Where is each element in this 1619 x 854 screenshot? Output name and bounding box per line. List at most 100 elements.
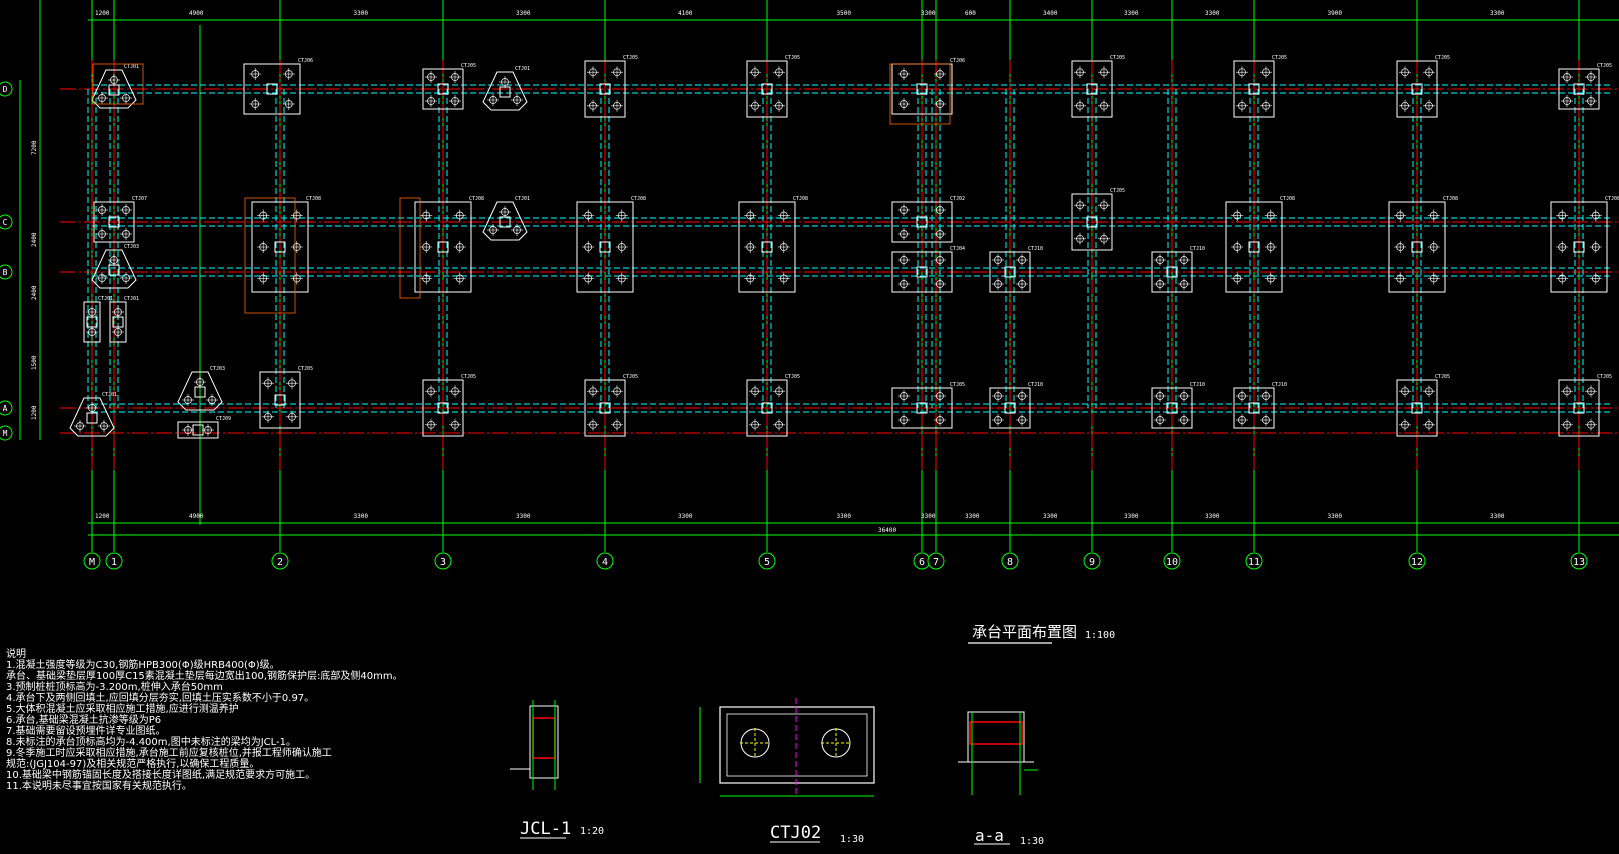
pile-cap [1558, 379, 1600, 437]
pile-cap-label: CTJ10 [1028, 246, 1043, 252]
triangular-pile-cap [482, 201, 528, 241]
axis-bubble [0, 400, 13, 416]
dimension-label-top: 3300 [1205, 10, 1220, 17]
column-square [194, 386, 206, 398]
dimension-label-left: 2400 [31, 232, 38, 247]
design-notes: 说明 1.混凝土强度等级为C30,钢筋HPB300(Φ)级HRB400(Φ)级。… [6, 649, 476, 792]
grid-layer [19, 0, 1619, 545]
column-square [1411, 83, 1423, 95]
pile-cap-label: CTJ08 [469, 196, 484, 202]
pile-cap [259, 371, 301, 429]
pile-cap-label: CTJ02 [950, 196, 965, 202]
detail-a-a: a-a 1:30 [958, 711, 1044, 847]
detail-a-a-scale: 1:30 [1020, 836, 1044, 847]
note-item: 1.混凝土强度等级为C30,钢筋HPB300(Φ)级HRB400(Φ)级。 [6, 660, 280, 671]
axis-bubble [1083, 552, 1101, 570]
highlight-mark [889, 63, 951, 125]
column-square [437, 402, 449, 414]
dimension-label-bottom: 3300 [1205, 513, 1220, 520]
dimension-label-left: 1200 [31, 405, 38, 420]
dimension-label-top: 4100 [678, 10, 693, 17]
axis-bubble [434, 552, 452, 570]
pile-cap [1151, 387, 1193, 429]
pile-cap [1071, 60, 1113, 118]
note-item: 11.本说明未尽事宜按国家有关规范执行。 [6, 781, 192, 792]
dimension-label-top: 3300 [921, 10, 936, 17]
column-square [761, 241, 773, 253]
pile-cap [109, 301, 127, 343]
axis-bubble [0, 214, 13, 230]
dimension-label-bottom: 3300 [921, 513, 936, 520]
pile-cap-label: CTJ01 [515, 66, 530, 72]
axis-label: M [3, 429, 8, 438]
pile-cap [576, 201, 634, 293]
detail-a-a-title: a-a [975, 826, 1004, 845]
axis-label: B [3, 268, 8, 277]
pile-cap-label: CTJ05 [1435, 374, 1450, 380]
axis-bubble [1570, 552, 1588, 570]
beam-layer [87, 84, 1610, 413]
dimension-label-top: 3300 [516, 10, 531, 17]
triangular-pile-cap [69, 397, 115, 437]
pile-cap-label: CTJ08 [1605, 196, 1619, 202]
pile-cap-label: CTJ05 [298, 366, 313, 372]
pile-cap [422, 379, 464, 437]
dimension-label-top: 3900 [1328, 10, 1343, 17]
pile-cap [891, 387, 953, 429]
drawing-title: 承台平面布置图 [972, 623, 1077, 641]
column-square [1411, 241, 1423, 253]
pile-cap-label: CTJ01 [515, 196, 530, 202]
column-square [916, 83, 928, 95]
note-item: 承台、基础梁垫层厚100厚C15素混凝土垫层每边宽出100,钢筋保护层:底部及侧… [6, 671, 403, 682]
pile-cap-label: CTJ08 [306, 196, 321, 202]
triangular-pile-cap [482, 71, 528, 111]
axis-label: M [89, 557, 95, 568]
column-square [916, 402, 928, 414]
pile-cap-label: CTJ08 [631, 196, 646, 202]
note-item: 10.基础梁中钢筋锚固长度及搭接长度详图纸,满足规范要求方可施工。 [6, 770, 316, 781]
pile-cap-label: CTJ01 [102, 392, 117, 398]
note-item: 规范:(JGJ104-97)及相关规范严格执行,以确保工程质量。 [6, 759, 260, 770]
dimension-label-top: 3400 [1043, 10, 1058, 17]
detail-jcl-1-scale: 1:20 [580, 826, 604, 837]
axis-bubble [105, 552, 123, 570]
detail-ctj02: CTJ02 1:30 [699, 698, 875, 845]
dimension-label-bottom: 3300 [354, 513, 369, 520]
column-square [599, 241, 611, 253]
pile-cap-label: CTJ05 [461, 63, 476, 69]
axis-label: 3 [440, 557, 446, 568]
detail-ctj02-title: CTJ02 [770, 823, 821, 843]
axis-label: 9 [1089, 557, 1095, 568]
pile-cap-label: CTJ10 [1028, 382, 1043, 388]
dimension-label-bottom: 3300 [837, 513, 852, 520]
pile-cap [93, 201, 135, 243]
pile-cap [1151, 251, 1193, 293]
dimension-label-bottom: 1200 [95, 513, 110, 520]
column-square [499, 86, 511, 98]
pile-cap-label: CTJ05 [1597, 63, 1612, 69]
pile-cap [251, 201, 309, 293]
axis-label: 6 [919, 557, 925, 568]
pile-cap-label: CTJ05 [623, 55, 638, 61]
pile-cap-label: CTJ05 [785, 55, 800, 61]
pile-cap [1233, 387, 1275, 429]
column-square [108, 84, 120, 96]
pile-cap-label: CTJ05 [950, 382, 965, 388]
column-square [1004, 402, 1016, 414]
axis-bubble [1408, 552, 1426, 570]
column-square [1248, 241, 1260, 253]
dimension-label-bottom: 3300 [678, 513, 693, 520]
note-item: 4.承台下及两侧回填土,应回填分层夯实,回填土压实系数不小于0.97。 [6, 693, 315, 704]
pile-cap-label: CTJ10 [1190, 382, 1205, 388]
pile-cap [1071, 193, 1113, 251]
pile-cap [83, 301, 101, 343]
dimension-label-top: 1200 [95, 10, 110, 17]
pile-cap [584, 60, 626, 118]
pile-cap [1233, 60, 1275, 118]
pile-cap [584, 379, 626, 437]
axis-bubble [1245, 552, 1263, 570]
column-square [192, 424, 204, 436]
note-item: 8.未标注的承台顶标高均为-4.400m,图中未标注的梁均为JCL-1。 [6, 737, 296, 748]
pile-cap [746, 379, 788, 437]
